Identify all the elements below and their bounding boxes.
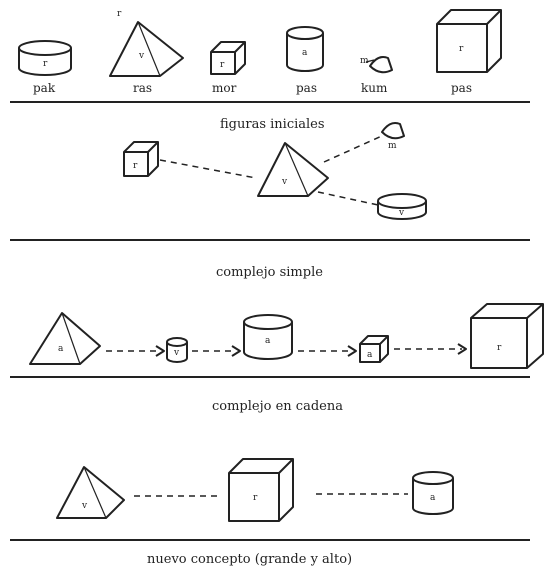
chain-cylinder-symbol: a (265, 336, 271, 346)
simple-complex: r v m v (123, 122, 427, 220)
pyramid-figure: v r ras (109, 9, 184, 95)
simple-cube-symbol: r (133, 161, 138, 171)
chain-large-cube-symbol: r (497, 343, 502, 353)
concept-cylinder-symbol: a (430, 493, 436, 503)
caption-new-concept: nuevo concepto (grande y alto) (147, 552, 352, 567)
pyramid-word: ras (133, 81, 152, 95)
large-cube-word: pas (451, 81, 472, 95)
concept-cube-symbol: r (253, 493, 258, 503)
initial-figures-row: r pak v r ras r mor a pas m (18, 9, 502, 95)
large-cube-symbol: r (459, 44, 464, 54)
cylinder-figure: r pak (18, 40, 72, 95)
caption-initial-figures: figuras iniciales (220, 117, 325, 132)
chain-small-cube-symbol: a (367, 350, 373, 360)
cylinder-symbol: r (43, 59, 48, 69)
tall-cylinder-symbol: a (302, 48, 308, 58)
simple-cylinder-symbol: v (398, 208, 405, 218)
large-cube-figure: r pas (436, 9, 502, 95)
hand-figure: m kum (360, 56, 393, 95)
chain-complex: a v a a r (29, 303, 544, 369)
simple-pyramid-symbol: v (281, 177, 288, 187)
caption-simple-complex: complejo simple (216, 265, 323, 280)
hand-word: kum (361, 81, 388, 95)
new-concept: v r a (56, 458, 454, 522)
small-cube-symbol: r (220, 60, 225, 70)
pyramid-corner-mark: r (117, 9, 122, 19)
caption-chain-complex: complejo en cadena (212, 399, 343, 414)
chain-pyramid-symbol: a (58, 344, 64, 354)
tall-cylinder-figure: a pas (286, 26, 324, 95)
pyramid-symbol: v (138, 51, 145, 61)
simple-hand-symbol: m (388, 141, 397, 151)
cylinder-word: pak (33, 81, 56, 95)
hand-symbol: m (360, 56, 369, 66)
chain-small-cylinder-symbol: v (173, 348, 180, 358)
small-cube-figure: r mor (210, 41, 246, 95)
tall-cylinder-word: pas (296, 81, 317, 95)
concept-pyramid-symbol: v (81, 501, 88, 511)
small-cube-word: mor (212, 81, 237, 95)
